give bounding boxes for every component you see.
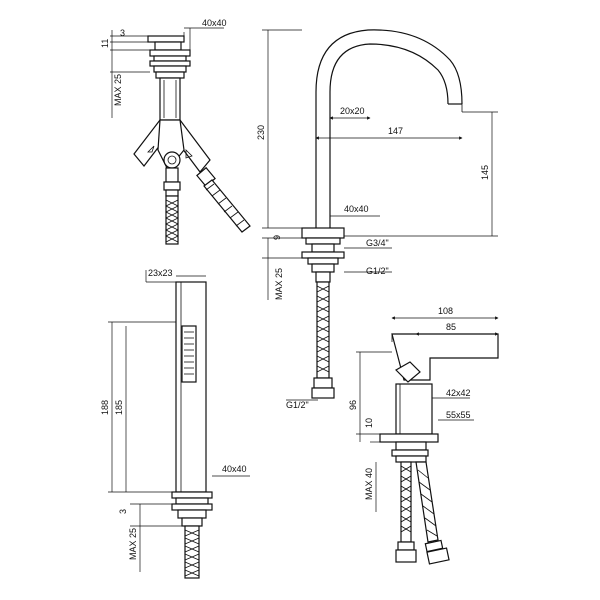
dim-20x20: 20x20 <box>340 106 365 116</box>
dim-max25-top: MAX 25 <box>113 74 123 106</box>
hose-nut-right <box>426 547 450 565</box>
tap-hose <box>316 281 330 379</box>
shower-hose <box>184 525 200 579</box>
hose-right-diag <box>196 166 251 233</box>
spout-outer <box>315 29 463 228</box>
dim-max25-mid: MAX 25 <box>274 268 284 300</box>
washer-2 <box>149 60 191 67</box>
nipple-nut <box>163 181 181 191</box>
thread-g12-top: G1/2" <box>366 266 389 276</box>
nut <box>153 65 187 73</box>
dim-3-shower: 3 <box>118 509 128 514</box>
washer-1 <box>153 55 187 62</box>
dim-145: 145 <box>480 165 490 180</box>
mixer-body <box>395 383 433 435</box>
lever-mixer-view: 108 85 96 10 42x42 55x55 MAX 40 <box>348 306 499 565</box>
dim-96: 96 <box>348 400 358 410</box>
shower-handle <box>175 281 207 493</box>
dim-188: 188 <box>100 400 110 415</box>
dim-10: 10 <box>364 418 374 428</box>
tap-base <box>301 227 345 239</box>
hose-nut-left <box>395 549 417 563</box>
dim-11: 11 <box>100 39 110 48</box>
hose-left-down <box>165 195 179 245</box>
arrow-right-icon <box>185 149 193 159</box>
body-tube <box>159 77 181 121</box>
tap-washer <box>301 251 345 259</box>
lever-top <box>147 35 185 43</box>
dim-max40: MAX 40 <box>364 468 374 500</box>
hand-shower-view: 23x23 188 185 40x40 3 MAX 25 <box>100 268 250 579</box>
thread-g34: G3/4" <box>366 238 389 248</box>
spout-inner <box>329 43 449 228</box>
dim-55x55: 55x55 <box>446 410 471 420</box>
mixer-base <box>379 433 439 443</box>
nipple <box>165 167 179 183</box>
basin-tap-view: 230 9 MAX 25 20x20 147 145 40x40 G3/4" G… <box>256 29 498 410</box>
outlet-circle <box>163 151 181 169</box>
dim-230: 230 <box>256 125 266 140</box>
dim-3: 3 <box>120 28 125 38</box>
dim-185: 185 <box>114 400 124 415</box>
dim-108: 108 <box>438 306 453 316</box>
holder-flange <box>171 491 213 499</box>
flange <box>149 49 191 57</box>
dim-42x42: 42x42 <box>446 388 471 398</box>
dim-9: 9 <box>272 235 282 240</box>
mixer-side-view: 40x40 3 11 MAX 25 <box>100 18 251 245</box>
dim-40x40-top: 40x40 <box>202 18 227 28</box>
arrow-left-icon <box>147 145 155 153</box>
nut-lower <box>155 71 185 79</box>
lever-cap <box>154 41 182 51</box>
dim-147: 147 <box>388 126 403 136</box>
dim-85: 85 <box>446 322 456 332</box>
mixer-hoses <box>400 461 439 543</box>
dim-40x40-shower: 40x40 <box>222 464 247 474</box>
hose-nut <box>313 377 333 389</box>
dim-23x23: 23x23 <box>148 268 173 278</box>
thread-g12-left: G1/2" <box>286 400 309 410</box>
dim-max25-shower: MAX 25 <box>128 528 138 560</box>
dim-40x40-base: 40x40 <box>344 204 369 214</box>
